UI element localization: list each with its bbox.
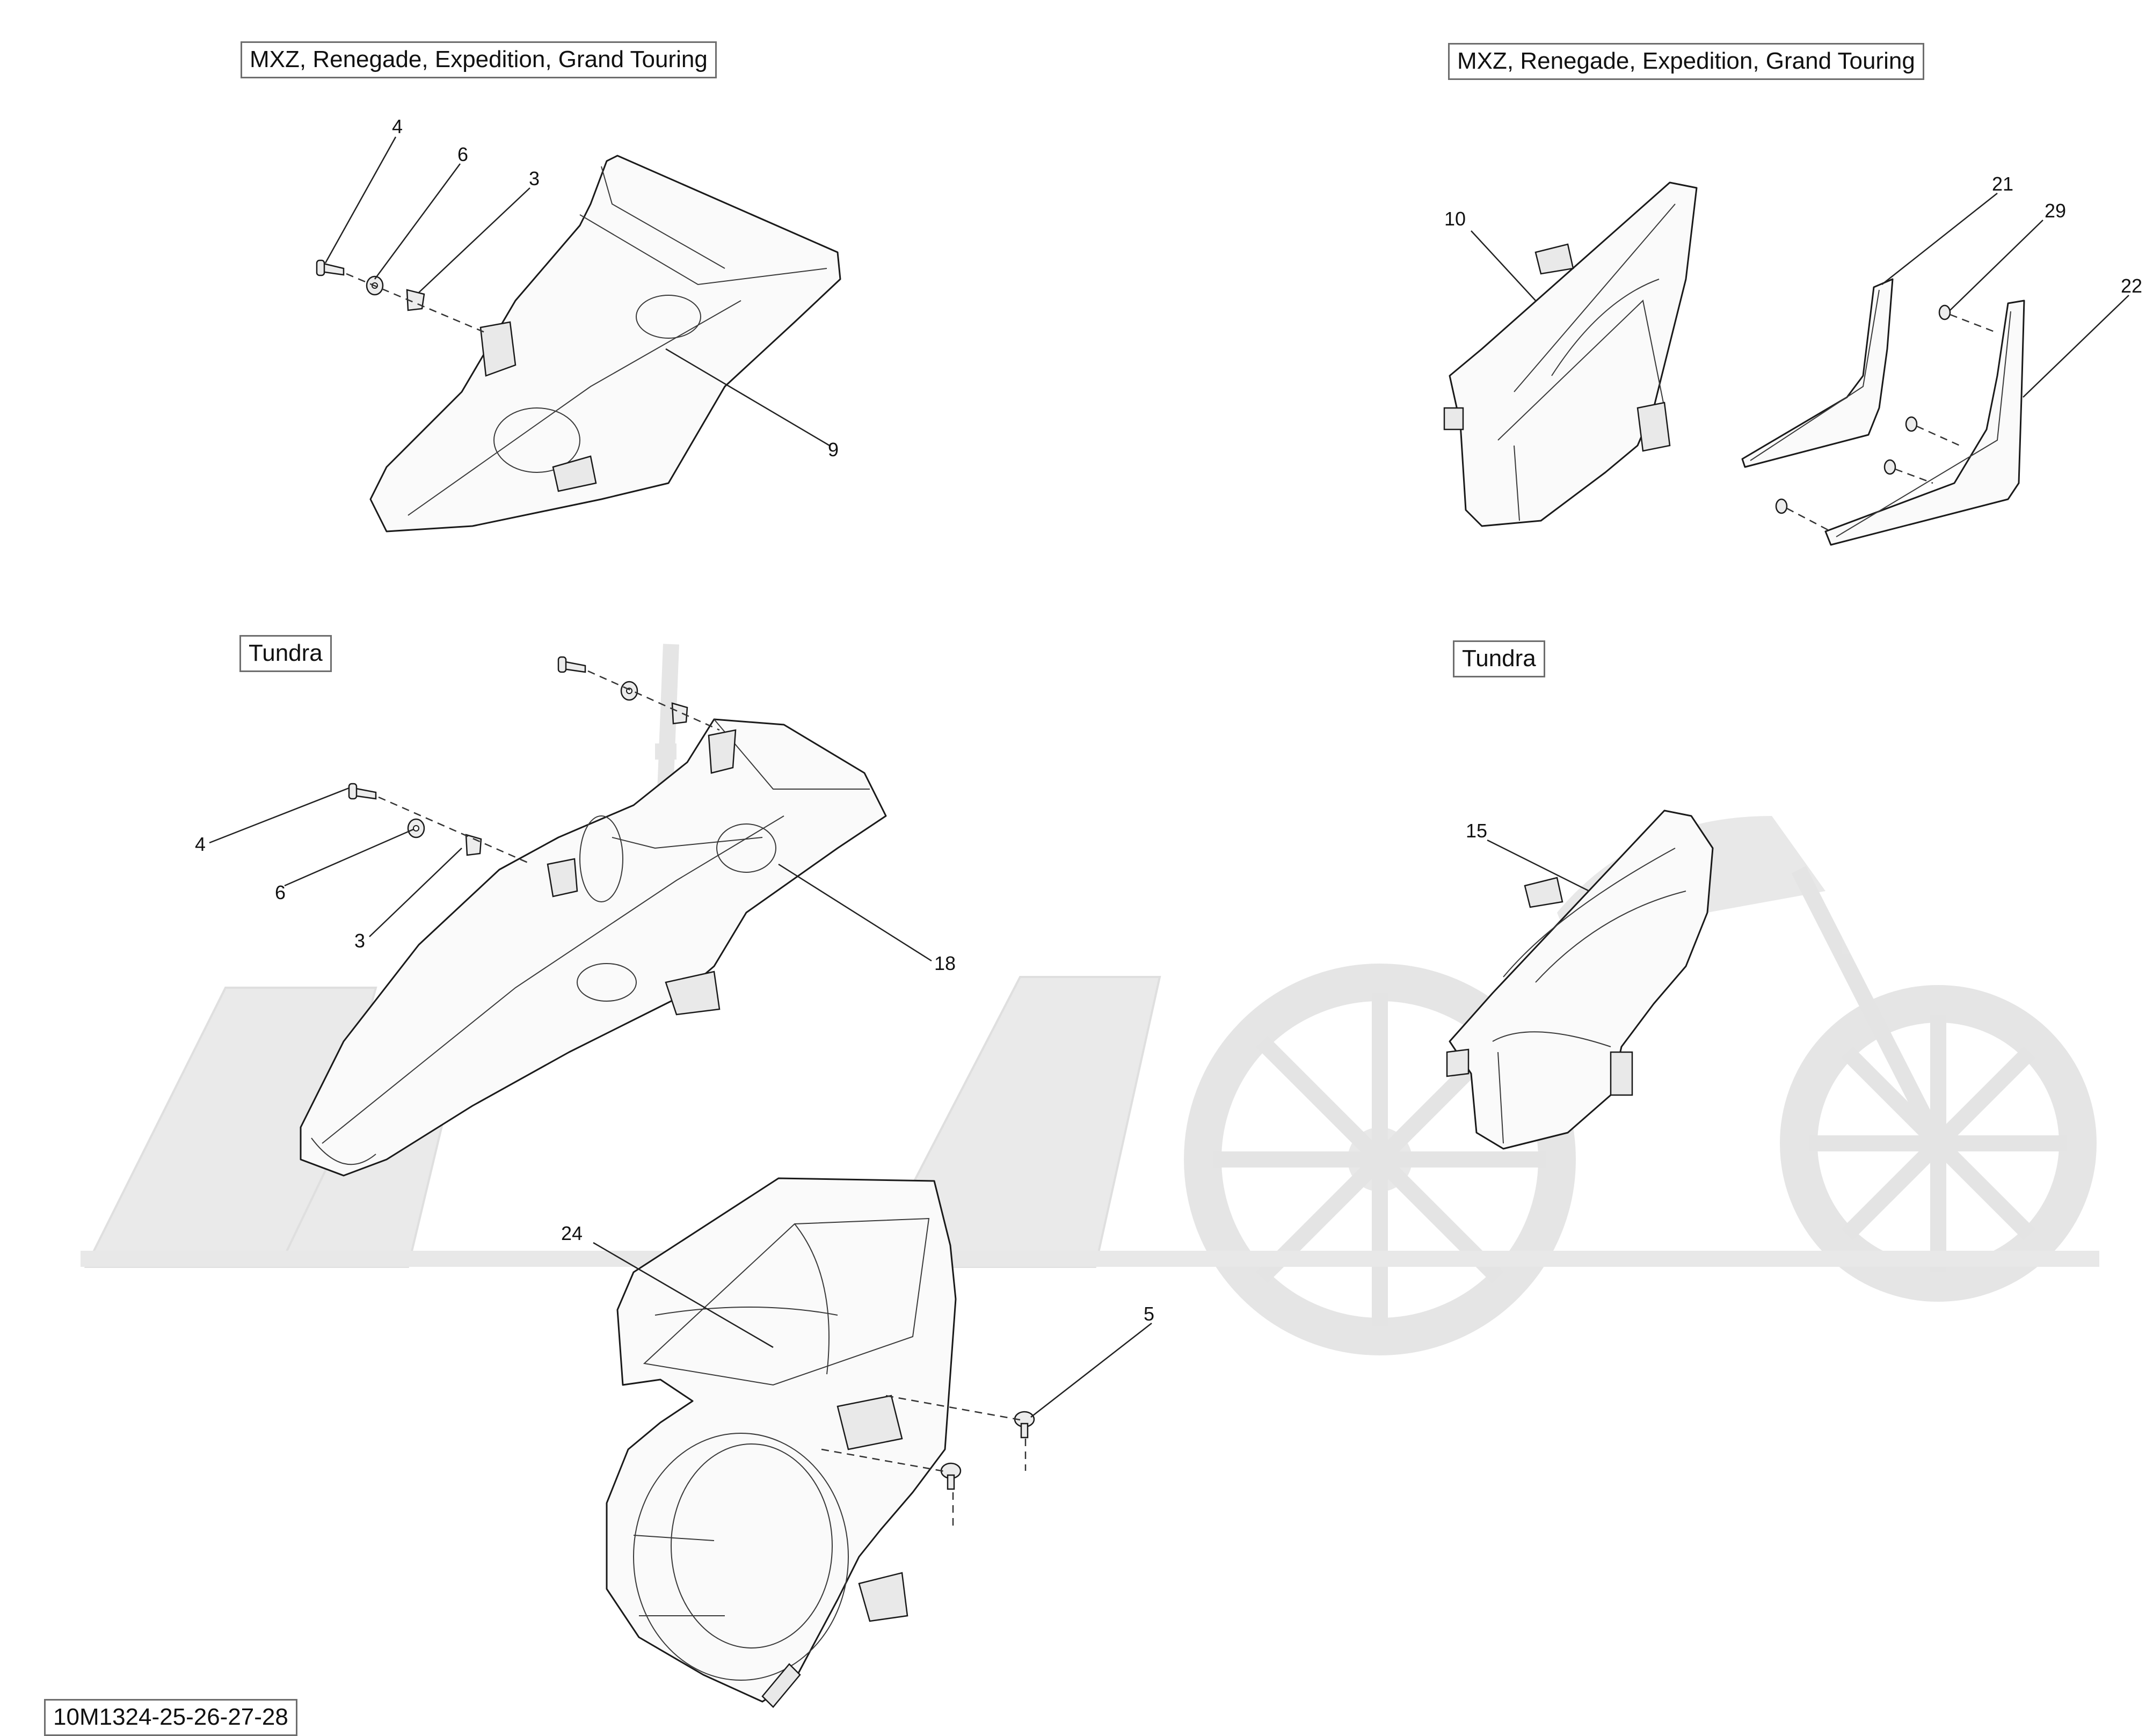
part-9-rear-flap [369, 155, 841, 533]
callout-5: 5 [1144, 1303, 1154, 1325]
part-22-deflector [1824, 300, 2025, 546]
callout-18: 18 [934, 952, 956, 974]
diagram-code: 10M1324-25-26-27-28 [44, 1699, 297, 1736]
watermark-logo [81, 644, 2099, 1355]
callout-3-top: 3 [529, 167, 540, 189]
callout-10: 10 [1444, 208, 1466, 230]
hardware-mid-left [348, 656, 720, 865]
part-10-air-duct [1443, 181, 1698, 527]
callout-24: 24 [561, 1222, 583, 1244]
group-label-mid-right: Tundra [1453, 640, 1545, 677]
hardware-top-left [316, 259, 486, 334]
part-24-fan-housing [606, 1177, 957, 1708]
callout-4-top: 4 [392, 115, 403, 137]
group-label-top-left: MXZ, Renegade, Expedition, Grand Touring [241, 41, 717, 78]
hardware-bottom [821, 1395, 1035, 1530]
part-18-rear-flap-tundra [300, 718, 887, 1177]
callout-3-mid: 3 [354, 930, 365, 952]
callout-numbers: 4 6 3 9 4 6 3 18 10 21 29 22 15 24 5 [195, 115, 2142, 1325]
rivets-29 [1775, 304, 1998, 533]
part-15-air-duct-tundra [1446, 809, 1714, 1150]
callout-29: 29 [2045, 200, 2066, 222]
callout-4-mid: 4 [195, 833, 206, 855]
callout-6-mid: 6 [275, 881, 286, 903]
group-label-top-right: MXZ, Renegade, Expedition, Grand Touring [1448, 43, 1924, 80]
callout-21: 21 [1992, 173, 2013, 195]
part-21-deflector [1741, 278, 1894, 468]
callout-15: 15 [1466, 820, 1487, 842]
leader-lines [209, 136, 2129, 1418]
callout-6-top: 6 [457, 143, 468, 165]
group-label-mid-left: Tundra [239, 635, 332, 672]
callout-9: 9 [828, 439, 839, 461]
callout-22: 22 [2121, 275, 2142, 297]
